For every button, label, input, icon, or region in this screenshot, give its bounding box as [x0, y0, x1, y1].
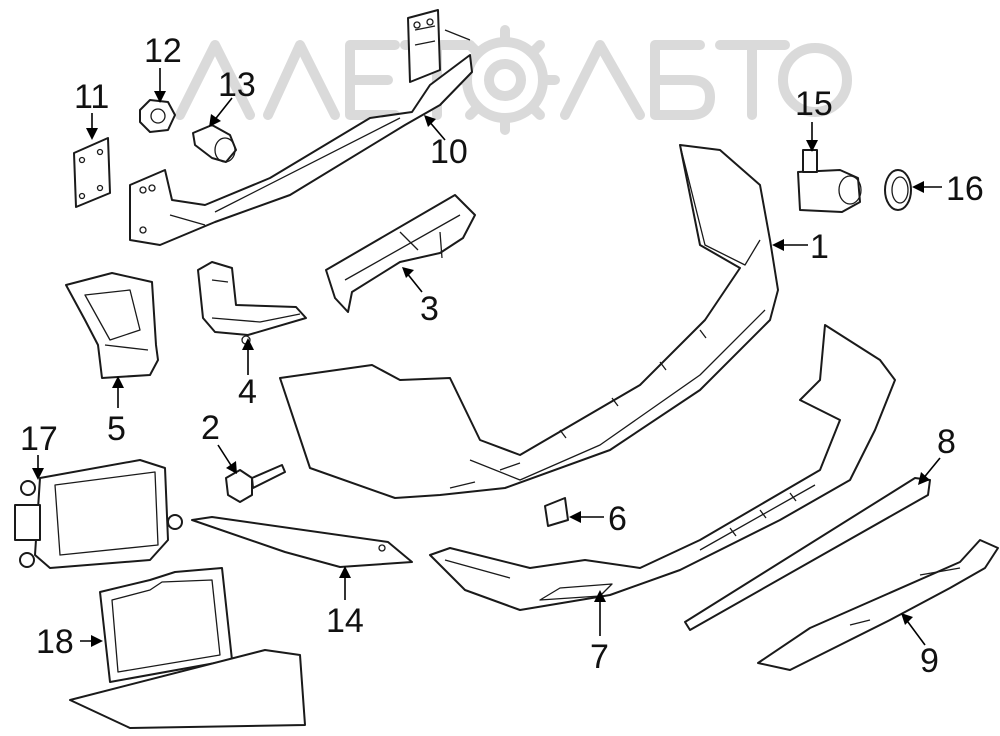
watermark-logo — [175, 25, 852, 135]
callout-15: 15 — [795, 85, 833, 123]
callout-3: 3 — [420, 290, 439, 328]
part-2-bolt — [225, 464, 286, 503]
callout-9: 9 — [920, 642, 939, 680]
part-15-parking-sensor — [797, 149, 862, 213]
part-11-plate — [73, 137, 111, 208]
callout-13: 13 — [218, 66, 256, 104]
part-13-bumper-stop — [192, 124, 237, 163]
callout-8: 8 — [937, 423, 956, 461]
part-17-radar-module — [14, 459, 183, 569]
callout-2: 2 — [201, 409, 220, 447]
callout-11: 11 — [74, 78, 109, 116]
part-14-trim-strip — [191, 516, 413, 568]
part-8-chrome-strip — [684, 477, 931, 631]
part-7-lower-bumper — [429, 324, 896, 611]
callout-14: 14 — [326, 602, 364, 640]
callout-16: 16 — [946, 170, 984, 208]
callout-labels: 1 2 3 4 5 6 7 8 9 10 11 12 13 14 15 16 1… — [20, 32, 984, 680]
callout-17: 17 — [20, 420, 58, 458]
callout-6: 6 — [608, 500, 627, 538]
callout-10: 10 — [430, 133, 468, 171]
callout-7: 7 — [590, 638, 609, 676]
callout-18: 18 — [36, 623, 74, 661]
part-5-side-bracket — [65, 272, 159, 379]
callout-4: 4 — [238, 373, 257, 411]
part-12-nut — [139, 99, 176, 133]
callout-1: 1 — [810, 228, 829, 266]
part-3-guide-bracket — [325, 194, 476, 313]
part-6-clip — [544, 497, 569, 527]
part-10-bumper-reinforcement — [129, 9, 473, 246]
part-4-bracket — [197, 261, 307, 345]
callout-5: 5 — [107, 410, 126, 448]
part-16-sensor-ring — [884, 169, 912, 211]
part-9-skid-plate — [757, 539, 999, 671]
leader-lines — [32, 68, 942, 647]
callout-12: 12 — [144, 32, 182, 70]
watermark-gear-icon — [450, 25, 560, 135]
part-1-bumper-cover — [279, 144, 779, 499]
part-18-radar-bracket — [69, 567, 306, 729]
